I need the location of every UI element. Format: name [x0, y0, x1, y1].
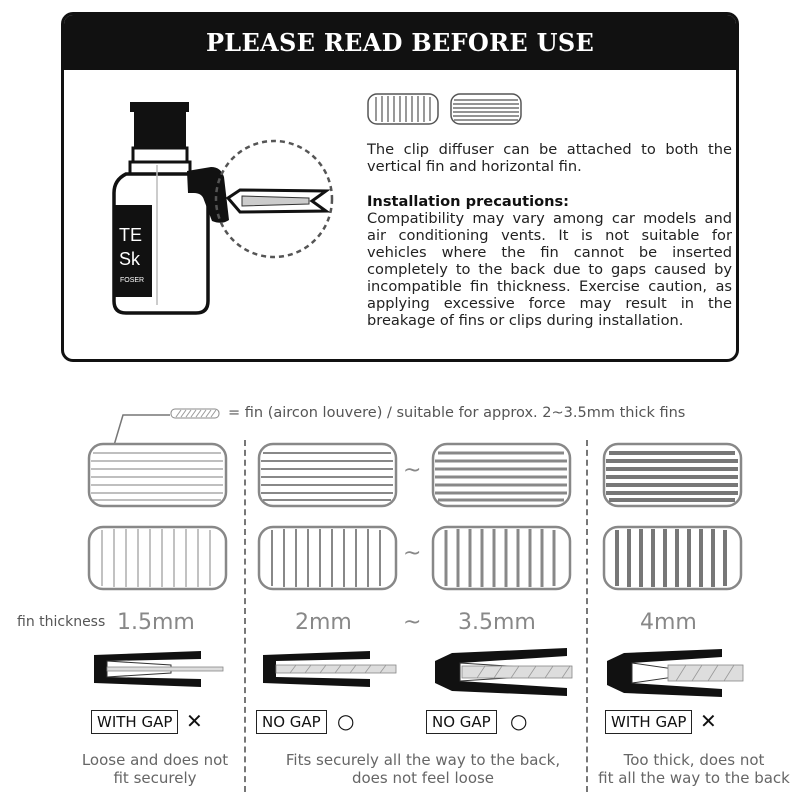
vertical-fin-icon [367, 93, 439, 125]
clip-cross-sections [94, 648, 744, 697]
thickness-value: 4mm [640, 610, 697, 635]
thickness-value: 2mm [295, 610, 352, 635]
horizontal-vent-row [87, 442, 743, 508]
intro-text: The clip diffuser can be attached to bot… [367, 141, 732, 175]
fit-badge: WITH GAP [605, 710, 693, 734]
circle-icon: ○ [510, 709, 528, 733]
cross-icon: ✕ [186, 709, 203, 733]
precautions-title: Installation precautions: [367, 193, 570, 210]
fit-badge: WITH GAP [91, 710, 179, 734]
thickness-value: 3.5mm [458, 610, 536, 635]
cross-icon: ✕ [700, 709, 717, 733]
caption-right: Too thick, does not fit all the way to t… [598, 751, 790, 787]
range-tilde: ~ [403, 458, 422, 483]
legend-text: = fin (aircon louvere) / suitable for ap… [228, 405, 686, 421]
column-divider [586, 440, 588, 792]
fit-badge: NO GAP [256, 710, 327, 734]
svg-text:Sk: Sk [119, 249, 141, 269]
svg-text:FOSER: FOSER [120, 277, 144, 284]
instructions-panel: PLEASE READ BEFORE USE TE Sk FOSER [61, 12, 739, 362]
fin-thickness-label: fin thickness [17, 614, 106, 630]
svg-text:TE: TE [119, 225, 142, 245]
caption-left: Loose and does not fit securely [81, 751, 229, 787]
caption-middle: Fits securely all the way to the back, d… [285, 751, 561, 787]
precautions-body: Compatibility may vary among car models … [367, 210, 732, 329]
horizontal-fin-icon [450, 93, 522, 125]
panel-title: PLEASE READ BEFORE USE [64, 15, 736, 70]
fit-badge: NO GAP [426, 710, 497, 734]
range-tilde: ~ [403, 541, 422, 566]
vertical-vent-row [87, 525, 743, 591]
fin-legend-icon [170, 408, 220, 419]
bottle-illustration: TE Sk FOSER [112, 102, 334, 315]
circle-icon: ○ [337, 709, 355, 733]
thickness-value: 1.5mm [117, 610, 195, 635]
range-tilde: ~ [403, 610, 422, 635]
column-divider [244, 440, 246, 792]
